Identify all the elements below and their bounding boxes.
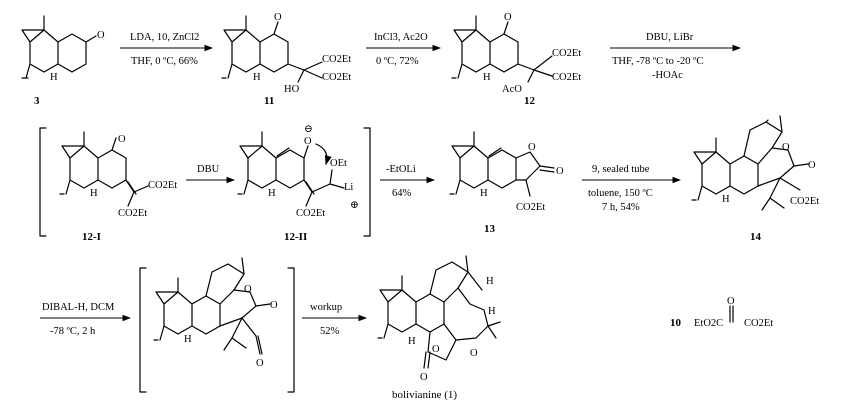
- arrow-step-5: -EtOLi 64%: [380, 164, 436, 199]
- bracket-aldehyde-intermediate: [139, 267, 295, 393]
- bolivianine-structure: O O O H H H bolivianine (1): [377, 255, 501, 401]
- lactone-o-ald: O: [244, 284, 252, 295]
- h-12: H: [483, 72, 491, 83]
- label-bolivianine: bolivianine (1): [392, 389, 457, 401]
- compound-13-structure: O O H CO2Et 13: [449, 131, 564, 235]
- step5-elimination: -EtOLi: [386, 164, 416, 175]
- h-ald: H: [184, 334, 192, 345]
- ketone-o-12: O: [504, 12, 512, 23]
- co2et-11b: CO2Et: [322, 72, 351, 83]
- bolivianine-o-bridge: O: [470, 348, 478, 359]
- ketone-o-12I: O: [118, 134, 126, 145]
- lactone-o-14: O: [782, 142, 790, 153]
- h-12II: H: [268, 188, 276, 199]
- step5-yield: 64%: [392, 188, 412, 199]
- label-compound-3: 3: [34, 95, 40, 107]
- arrow-step-2: InCl3, Ac2O 0 ºC, 72%: [366, 32, 442, 67]
- reagent10-left: EtO2C: [694, 318, 723, 329]
- reagent-10: 10 EtO2C CO2Et O: [670, 296, 773, 329]
- label-intermediate-12II: 12-II: [284, 231, 307, 243]
- step8-yield: 52%: [320, 326, 340, 337]
- aco-12: AcO: [502, 84, 522, 95]
- co2et-12a: CO2Et: [552, 48, 581, 59]
- co2et-12b: CO2Et: [552, 72, 581, 83]
- bolivianine-h3: H: [408, 336, 416, 347]
- arrow-step-6: 9, sealed tube toluene, 150 ºC 7 h, 54%: [582, 164, 682, 213]
- carbonyl-o-13: O: [556, 166, 564, 177]
- h-14: H: [722, 194, 730, 205]
- co2et-12Ia: CO2Et: [148, 180, 177, 191]
- step2-reagents: InCl3, Ac2O: [374, 32, 428, 43]
- h-12I: H: [90, 188, 98, 199]
- step1-conditions: THF, 0 ºC, 66%: [131, 56, 198, 67]
- reagent10-right: CO2Et: [744, 318, 773, 329]
- compound-11-structure: O H HO CO2Et CO2Et 11: [221, 12, 351, 107]
- step1-reagents: LDA, 10, ZnCl2: [130, 32, 199, 43]
- step4-reagent: DBU: [197, 164, 220, 175]
- h-11: H: [253, 72, 261, 83]
- co2et-14: CO2Et: [790, 196, 819, 207]
- intermediate-12I-structure: O H CO2Et CO2Et 12-I: [59, 131, 177, 243]
- li-charge: ⊕: [350, 200, 359, 211]
- enolate-charge: ⊖: [304, 124, 313, 135]
- label-compound-10: 10: [670, 317, 682, 329]
- arrow-step-7: DIBAL-H, DCM -78 ºC, 2 h: [40, 302, 132, 337]
- step7-reagents: DIBAL-H, DCM: [42, 302, 115, 313]
- bolivianine-o-ring: O: [432, 344, 440, 355]
- step2-conditions: 0 ºC, 72%: [376, 56, 419, 67]
- compound-12-structure: O H AcO CO2Et CO2Et 12: [451, 12, 581, 107]
- co2et-13: CO2Et: [516, 202, 545, 213]
- reagent10-o: O: [727, 296, 735, 307]
- arrow-step-1: LDA, 10, ZnCl2 THF, 0 ºC, 66%: [120, 32, 214, 67]
- arrow-step-3: DBU, LiBr THF, -78 ºC to -20 ºC -HOAc: [610, 32, 742, 81]
- step6-reagents: 9, sealed tube: [592, 164, 650, 175]
- bolivianine-carbonyl-o: O: [420, 372, 428, 383]
- compound-14-structure: O O H CO2Et 14: [691, 115, 819, 243]
- step6-conditions: toluene, 150 ºC: [588, 188, 653, 199]
- ho-11: HO: [284, 84, 300, 95]
- ketone-o-11: O: [274, 12, 282, 23]
- h-3: H: [50, 72, 58, 83]
- arrow-step-4: DBU: [186, 164, 236, 184]
- carbonyl-o-ald: O: [270, 300, 278, 311]
- co2et-12Ib: CO2Et: [118, 208, 147, 219]
- label-compound-11: 11: [264, 95, 274, 107]
- aldehyde-o: O: [256, 358, 264, 369]
- intermediate-12II-structure: O ⊖ OEt Li ⊕ H CO2Et 12-II: [237, 124, 359, 243]
- lactone-o-13: O: [528, 142, 536, 153]
- h-13: H: [480, 188, 488, 199]
- bracket-intermediates: [39, 127, 371, 237]
- aldehyde-intermediate-structure: O O O H: [153, 257, 278, 369]
- co2et-11a: CO2Et: [322, 54, 351, 65]
- label-intermediate-12I: 12-I: [82, 231, 101, 243]
- step3-elimination: -HOAc: [652, 70, 683, 81]
- oet-12II: OEt: [330, 158, 347, 169]
- label-compound-13: 13: [484, 223, 496, 235]
- step3-reagents: DBU, LiBr: [646, 32, 694, 43]
- bolivianine-h2: H: [488, 306, 496, 317]
- enolate-o-12II: O: [304, 136, 312, 147]
- arrow-step-8: workup 52%: [302, 302, 368, 337]
- co2et-12II: CO2Et: [296, 208, 325, 219]
- li-12II: Li: [344, 182, 353, 193]
- ketone-o-3: O: [97, 30, 105, 41]
- carbonyl-o-14: O: [808, 160, 816, 171]
- bolivianine-h1: H: [486, 276, 494, 287]
- label-compound-12: 12: [524, 95, 536, 107]
- step6-yield: 7 h, 54%: [602, 202, 640, 213]
- compound-3-structure: O H 3: [21, 15, 105, 107]
- step7-conditions: -78 ºC, 2 h: [50, 326, 96, 337]
- label-compound-14: 14: [750, 231, 762, 243]
- step8-reagent: workup: [310, 302, 342, 313]
- step3-conditions: THF, -78 ºC to -20 ºC: [612, 56, 703, 67]
